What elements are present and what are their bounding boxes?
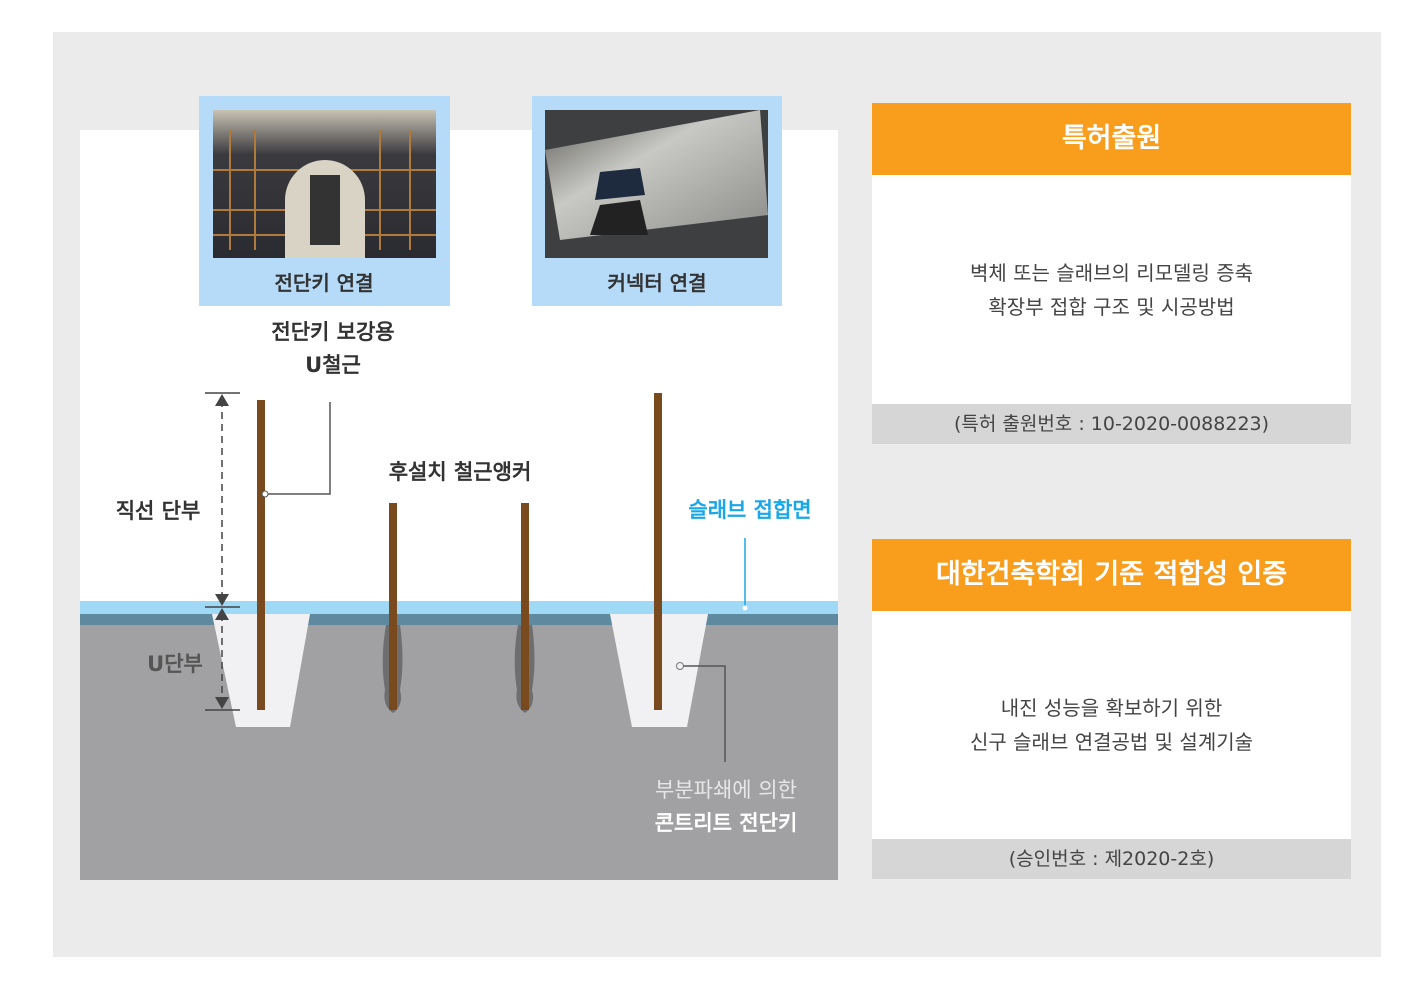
straight-end-label: 직선 단부 [116, 499, 201, 523]
card-title: 대한건축학회 기준 적합성 인증 [872, 539, 1351, 611]
photo-label-connector: 커넥터 연결 [608, 271, 707, 295]
card-body: 내진 성능을 확보하기 위한 신구 슬래브 연결공법 및 설계기술 [872, 611, 1351, 839]
leader-shear-key [680, 665, 726, 762]
u-rebar-label-line1: 전단키 보강용 [271, 320, 394, 344]
card-line: 확장부 접합 구조 및 시공방법 [988, 294, 1235, 319]
card-footer: (승인번호 : 제2020-2호) [872, 839, 1351, 879]
card-line: 벽체 또는 슬래브의 리모델링 증축 [969, 260, 1254, 285]
post-installed-anchor [521, 503, 529, 710]
shear-key-label-line1: 부분파쇄에 의한 [655, 778, 797, 802]
card-footer: (특허 출원번호 : 10-2020-0088223) [872, 404, 1351, 444]
dimension-arrows [215, 394, 229, 709]
existing-concrete [80, 625, 838, 880]
u-rebar-label-line2: U철근 [305, 353, 361, 377]
connector-rebar [654, 393, 662, 710]
card-line: 내진 성능을 확보하기 위한 [1000, 696, 1223, 720]
post-installed-anchor [389, 503, 397, 710]
shear-key-label-line2: 콘트리트 전단키 [655, 811, 798, 835]
interface-label: 슬래브 접합면 [688, 498, 811, 522]
card-body: 벽체 또는 슬래브의 리모델링 증축 확장부 접합 구조 및 시공방법 [872, 175, 1351, 404]
u-rebar [257, 400, 265, 710]
anchor-label: 후설치 철근앵커 [389, 460, 532, 484]
certification-card: 대한건축학회 기준 적합성 인증 내진 성능을 확보하기 위한 신구 슬래브 연… [872, 539, 1351, 879]
interface-dark-band [80, 614, 838, 625]
card-line: 신구 슬래브 연결공법 및 설계기술 [969, 730, 1254, 754]
dimension-lines [205, 392, 240, 711]
u-end-label: U단부 [147, 652, 203, 676]
card-title: 특허출원 [872, 103, 1351, 175]
photo-label-shear-key: 전단키 연결 [275, 271, 374, 295]
leader-u-rebar [265, 402, 331, 495]
patent-card: 특허출원 벽체 또는 슬래브의 리모델링 증축 확장부 접합 구조 및 시공방법… [872, 103, 1351, 444]
slab-interface-layer [80, 601, 838, 614]
